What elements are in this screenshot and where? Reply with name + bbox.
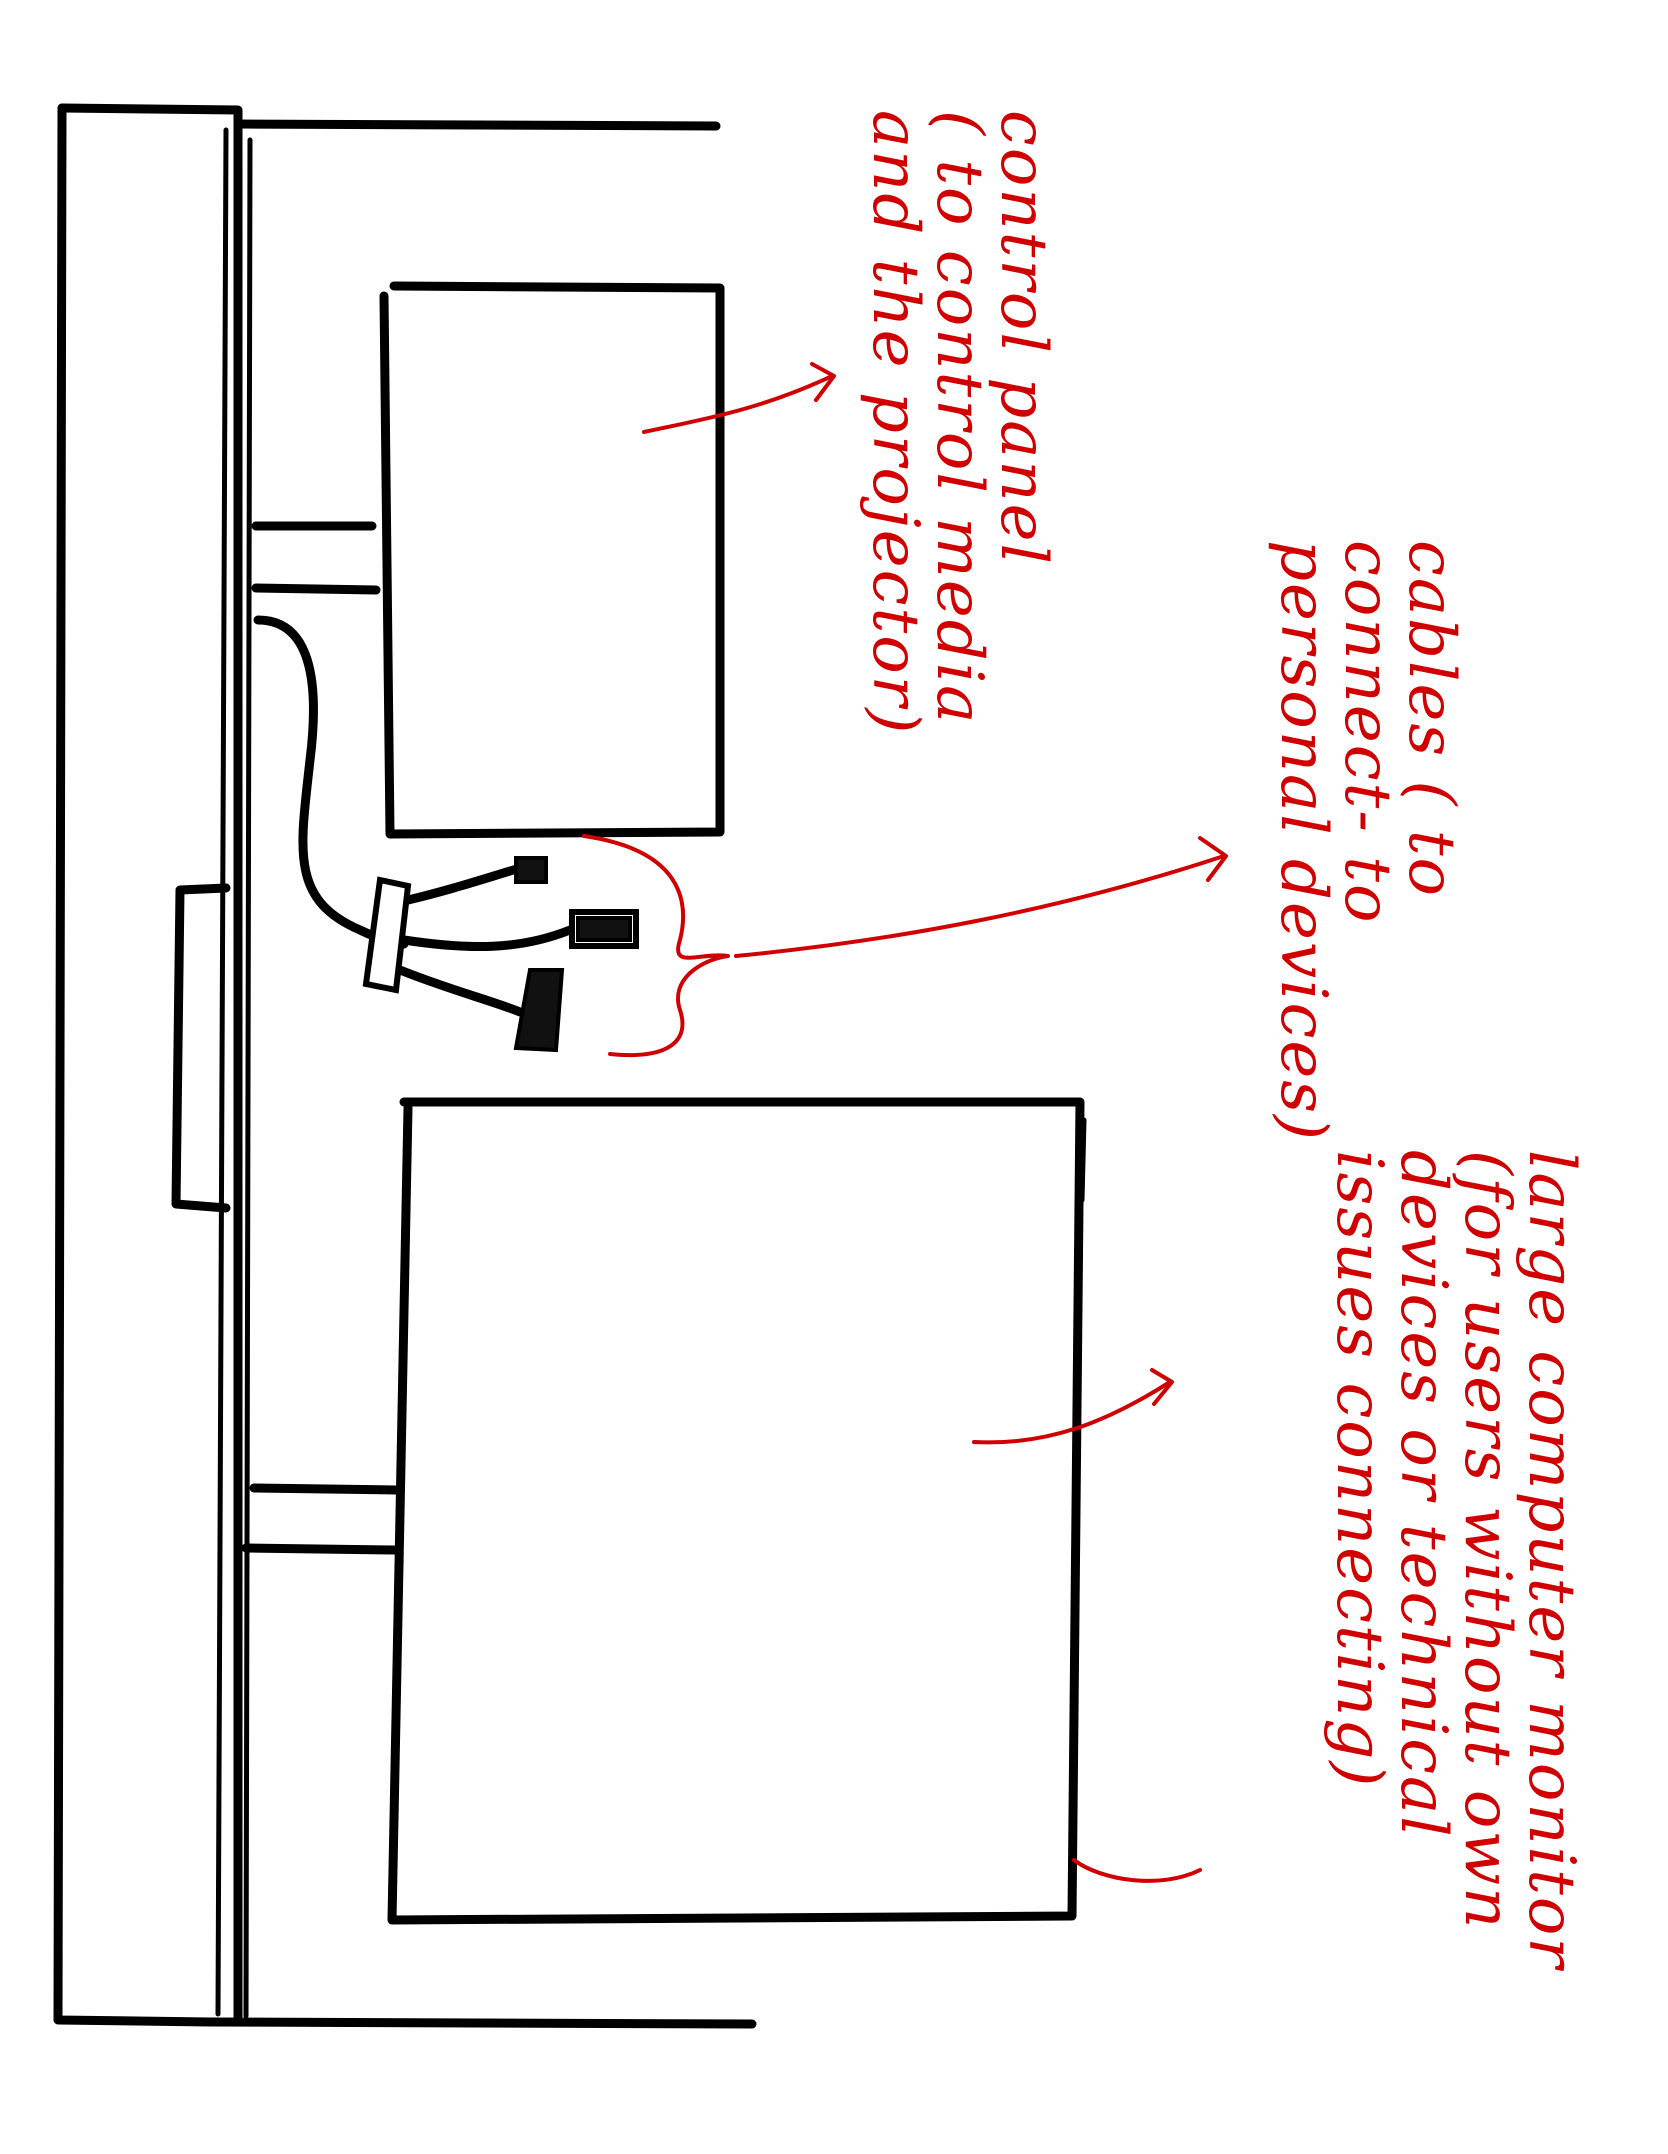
monitor-line-2: (for users without own bbox=[1450, 1150, 1524, 1930]
control-panel-line-1: control panel bbox=[986, 110, 1060, 566]
cables-line-2: connect- to bbox=[1330, 540, 1404, 924]
control-panel-line-3: and the projector) bbox=[858, 110, 932, 735]
annotation-monitor: large computer monitor (for users withou… bbox=[1322, 1150, 1588, 1971]
annotation-arrows bbox=[582, 362, 1228, 1883]
monitor-line-3: devices or technical bbox=[1386, 1150, 1460, 1839]
svg-text:connect- to: connect- to bbox=[1330, 540, 1404, 924]
monitor-arrow bbox=[972, 1380, 1172, 1445]
cables-drawing bbox=[253, 615, 639, 1053]
desk-outline bbox=[53, 103, 757, 2029]
svg-text:( to control media: ( to control media bbox=[922, 110, 996, 725]
svg-text:and the projector): and the projector) bbox=[858, 110, 932, 735]
monitor-line-4: issues connecting) bbox=[1322, 1150, 1396, 1788]
svg-text:large computer monitor: large computer monitor bbox=[1514, 1150, 1588, 1971]
cables-line-1: cables ( to bbox=[1394, 540, 1468, 898]
svg-text:personal devices): personal devices) bbox=[1266, 540, 1340, 1142]
svg-text:issues connecting): issues connecting) bbox=[1322, 1150, 1396, 1788]
control-panel-box bbox=[251, 281, 725, 839]
cables-arrow bbox=[734, 854, 1226, 958]
svg-text:control panel: control panel bbox=[986, 110, 1060, 566]
svg-text:devices or technical: devices or technical bbox=[1386, 1150, 1460, 1839]
cables-brace bbox=[582, 834, 730, 1058]
annotation-control-panel: control panel ( to control media and the… bbox=[858, 110, 1060, 735]
monitor-box bbox=[241, 1097, 1087, 1925]
monitor-line-1: large computer monitor bbox=[1514, 1150, 1588, 1971]
svg-text:(for users without own: (for users without own bbox=[1450, 1150, 1524, 1930]
control-panel-line-2: ( to control media bbox=[922, 110, 996, 725]
control-panel-arrow bbox=[642, 374, 834, 434]
cables-line-3: personal devices) bbox=[1266, 540, 1340, 1142]
svg-text:cables ( to: cables ( to bbox=[1394, 540, 1468, 898]
annotation-cables: cables ( to connect- to personal devices… bbox=[1266, 540, 1468, 1142]
